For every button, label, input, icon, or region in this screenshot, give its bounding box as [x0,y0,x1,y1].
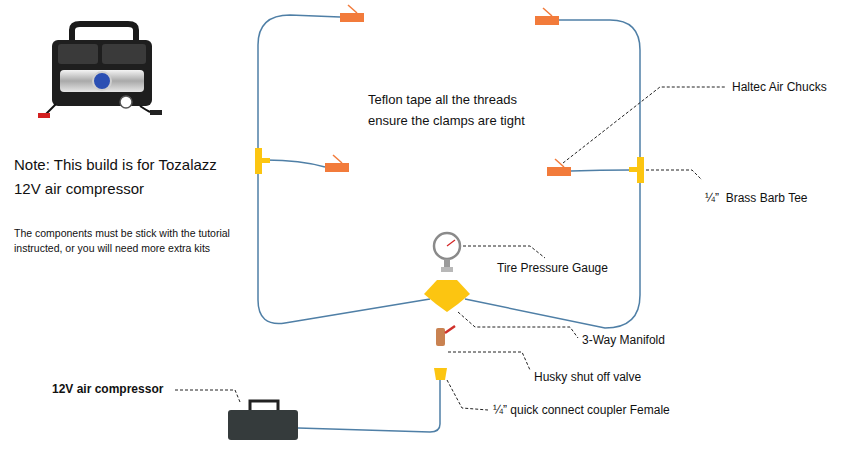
part-label: ¼” Brass Barb Tee [705,191,843,206]
battery-clamp [150,110,162,115]
part-label: 3-Way Manifold [582,333,702,348]
warning-note: The components must be stick with the tu… [14,226,276,256]
barb-tee [255,148,262,174]
barb-tee [637,157,644,183]
air-hose [465,20,640,328]
part-label: Tire Pressure Gauge [497,261,647,276]
air-chuck [543,8,552,16]
battery-clamp [38,113,50,118]
air-chuck [348,5,357,13]
quick-coupler [434,368,447,380]
air-chuck [333,155,342,163]
air-hose [266,160,325,167]
compressor-cylinder [60,70,144,92]
air-hose [298,380,440,432]
compressor-body [52,40,152,106]
manifold [424,280,470,312]
power-cable [140,106,150,112]
compressor-handle [72,24,136,42]
compressor-gauge [120,96,132,108]
leader-line [463,246,545,258]
air-hose [571,170,630,171]
valve-handle [445,326,455,333]
gauge-needle [447,240,455,246]
air-chuck [535,16,559,25]
leader-line [447,380,488,410]
gauge-nut [441,267,453,272]
leader-line [563,87,726,163]
part-label: Husky shut off valve [534,370,684,385]
barb-tee [629,167,637,172]
compressor-badge [93,72,111,90]
air-chuck [340,13,364,22]
air-hose [258,15,430,324]
build-note: Note: This build is for Tozalazz 12V air… [14,153,229,201]
compressor-head [102,44,146,64]
pressure-gauge [434,233,460,259]
leader-line [175,390,240,402]
shutoff-valve [436,328,445,346]
compressor-handle [250,401,278,410]
note-text: Teflon tape all the threads ensure the c… [368,89,556,131]
air-chuck [325,163,349,172]
leader-line [448,352,530,370]
photo-background [36,20,166,120]
barb-tee [262,158,270,163]
gauge-stem [444,259,450,267]
compressor-head [58,44,98,64]
part-label: 12V air compressor [52,382,182,397]
air-chuck [547,167,571,176]
leader-line [458,312,578,338]
part-label: ¼” quick connect coupler Female [493,403,733,418]
air-chuck [555,159,564,167]
compressor-icon [228,410,298,440]
part-label: Haltec Air Chucks [732,80,842,95]
leader-line [646,170,702,180]
